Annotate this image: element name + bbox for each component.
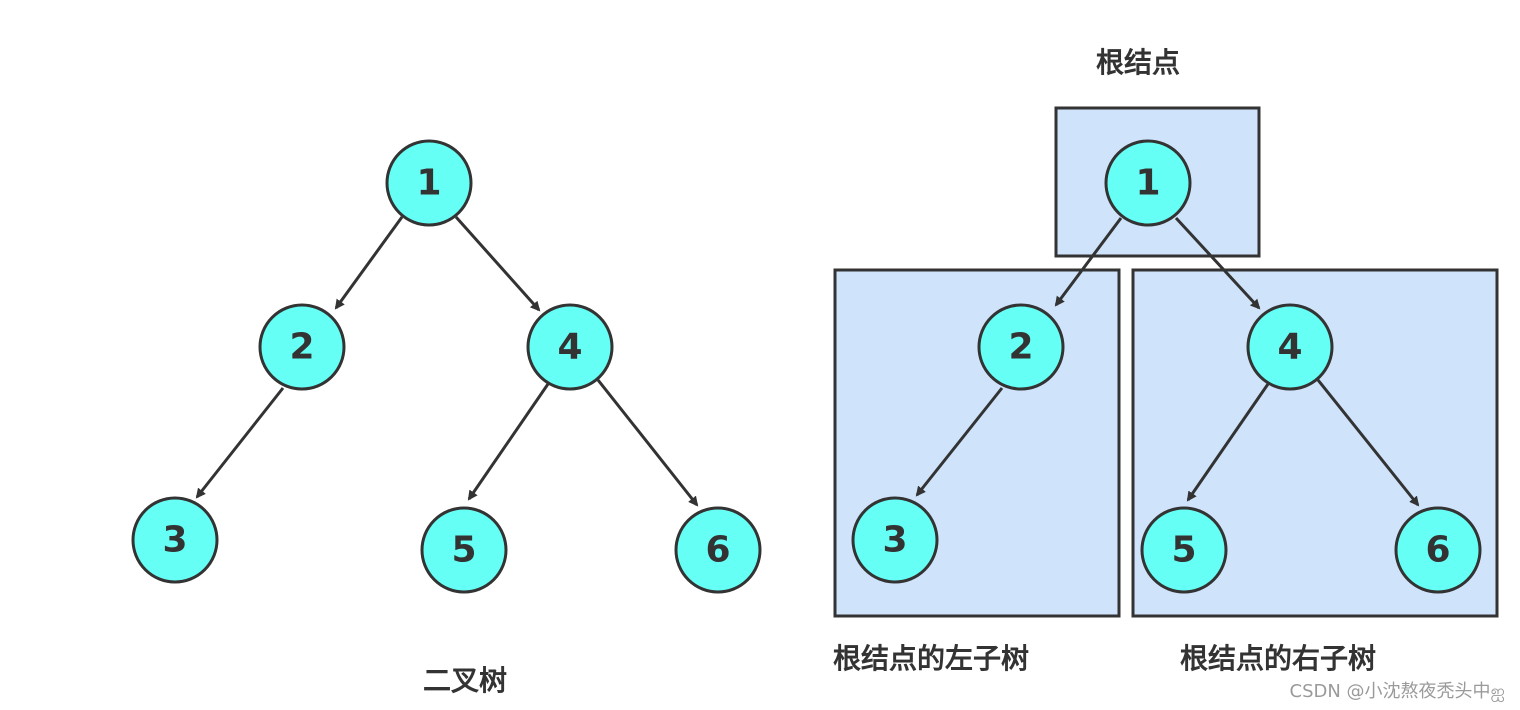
left-node-2: 2: [258, 303, 346, 391]
left-node-3-label: 3: [162, 520, 187, 561]
left-node-1-label: 1: [416, 163, 441, 204]
left-node-6: 6: [674, 506, 762, 594]
left-subtree-caption: 根结点的左子树: [833, 642, 1029, 675]
right-node-3-label: 3: [882, 520, 907, 561]
right-edge-1-4: [1174, 216, 1261, 310]
right-node-5: 5: [1140, 506, 1228, 594]
right-edge-4-6: [1316, 379, 1420, 507]
watermark-text: CSDN @小沈熬夜秃头中ஐ: [1290, 681, 1506, 702]
right-node-1: 1: [1104, 139, 1192, 227]
left-node-4-label: 4: [557, 327, 582, 368]
left-node-3: 3: [131, 496, 219, 584]
left-tree: 1 2 4 3 5 6 二叉树: [131, 139, 762, 697]
right-node-5-label: 5: [1171, 530, 1196, 571]
left-edge-4-6: [596, 379, 699, 507]
left-edge-1-2: [334, 216, 404, 310]
right-node-2-label: 2: [1008, 327, 1033, 368]
left-edge-4-5: [467, 383, 550, 501]
right-node-2: 2: [977, 303, 1065, 391]
left-node-5-label: 5: [451, 530, 476, 571]
right-node-4: 4: [1246, 303, 1334, 391]
left-node-1: 1: [385, 139, 473, 227]
right-edge-4-5: [1186, 383, 1270, 502]
right-edge-2-3: [915, 387, 1004, 497]
left-edge-2-3: [195, 387, 285, 499]
right-node-1-label: 1: [1135, 163, 1160, 204]
right-node-4-label: 4: [1277, 327, 1302, 368]
right-subtree-caption: 根结点的右子树: [1180, 642, 1376, 675]
root-caption: 根结点: [1096, 46, 1180, 79]
right-tree: 1 2 4 3 5 6 根结点 根结点的左子树 根结点的右子树: [833, 46, 1499, 675]
binary-tree-caption: 二叉树: [423, 664, 507, 697]
left-node-2-label: 2: [289, 327, 314, 368]
right-edge-1-2: [1054, 217, 1123, 307]
right-node-3: 3: [851, 496, 939, 584]
left-edge-1-4: [454, 216, 541, 312]
right-node-6-label: 6: [1425, 530, 1450, 571]
right-node-6: 6: [1394, 506, 1482, 594]
left-node-4: 4: [526, 303, 614, 391]
left-node-6-label: 6: [705, 530, 730, 571]
left-node-5: 5: [420, 506, 508, 594]
